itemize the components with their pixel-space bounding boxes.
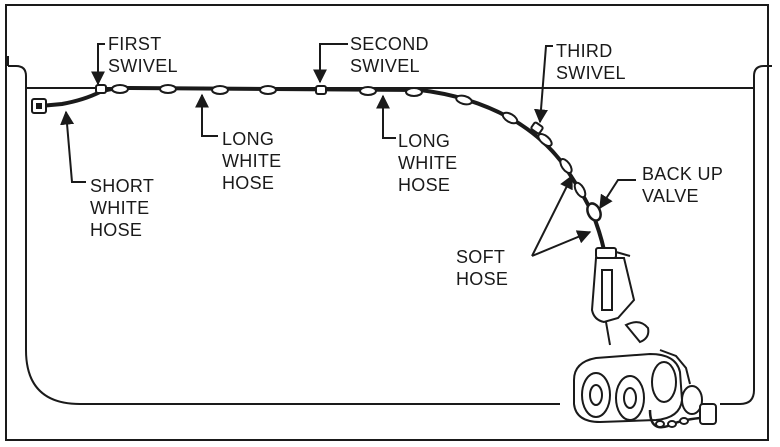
third-swivel-leader — [534, 45, 553, 124]
first-swivel-leader — [91, 43, 105, 86]
sweep-tail-floats — [655, 403, 717, 428]
hose-float — [359, 86, 377, 96]
hose-float — [159, 84, 177, 94]
soft-hose-leader-1 — [531, 174, 573, 257]
long-white-hose-label-2: LONG WHITE HOSE — [398, 131, 458, 195]
cleaner-wheel — [651, 361, 677, 403]
hose-float — [211, 85, 229, 95]
cleaner-handle — [595, 247, 617, 259]
second-swivel-part — [315, 85, 327, 95]
hose-float — [405, 87, 423, 97]
first-swivel-part — [95, 84, 107, 94]
back-up-valve-label: BACK UP VALVE — [642, 164, 724, 206]
short-white-hose-label: SHORT WHITE HOSE — [90, 176, 155, 240]
hose-float — [573, 181, 587, 199]
long-white-hose-label-1: LONG WHITE HOSE — [222, 129, 282, 193]
cleaner-wheel — [681, 385, 703, 415]
long-white-hose-1-leader — [195, 93, 218, 137]
hose-float — [259, 85, 277, 95]
first-swivel-label: FIRST SWIVEL — [108, 34, 178, 76]
hose-float — [455, 94, 473, 106]
soft-hose-leader-2 — [531, 230, 592, 257]
hose-float — [559, 158, 573, 174]
hose-float — [537, 133, 553, 147]
long-white-hose-2-leader — [376, 94, 396, 139]
hose-float — [111, 84, 129, 94]
pool-cleaner — [573, 247, 703, 424]
second-swivel-leader — [313, 43, 348, 84]
short-white-hose-leader — [60, 110, 86, 183]
second-swivel-label: SECOND SWIVEL — [350, 34, 429, 76]
soft-hose-label: SOFT HOSE — [456, 247, 509, 289]
hose-floats — [111, 84, 587, 199]
sweep-tail-scrubber — [699, 403, 717, 425]
third-swivel-label: THIRD SWIVEL — [556, 41, 626, 83]
back-up-valve-body — [586, 202, 602, 222]
callout-leaders — [60, 43, 636, 257]
third-swivel-part — [530, 121, 544, 135]
hose-float — [501, 111, 519, 125]
back-up-valve-leader — [599, 179, 636, 210]
